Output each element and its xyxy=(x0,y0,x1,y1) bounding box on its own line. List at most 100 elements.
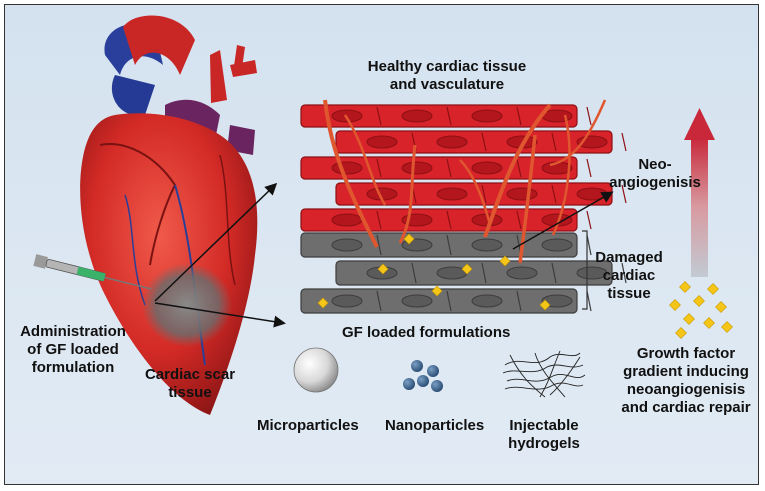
growth-factor-diamond xyxy=(703,317,715,329)
gradient-label: Growth factor gradient inducing neoangio… xyxy=(613,345,759,417)
neoangiogenisis-label-line2: angiogenisis xyxy=(609,174,701,191)
healthy-cell-row xyxy=(300,208,578,232)
damaged-cell-row xyxy=(335,260,613,286)
arrow-to-healthy-tissue xyxy=(154,182,278,302)
damaged-cell-cell-border xyxy=(516,290,522,312)
growth-factor-diamond xyxy=(499,255,511,267)
growth-factor-diamond xyxy=(461,263,473,275)
growth-factor-diamond xyxy=(317,297,329,309)
heart-illustration xyxy=(80,15,258,416)
gradient-label-line3: neoangiogenisis xyxy=(626,381,746,398)
healthy-cell-nucleus xyxy=(436,187,468,201)
growth-factor-diamond xyxy=(707,283,719,295)
administration-label-line2: of GF loaded xyxy=(27,341,119,358)
scar-tissue-patch xyxy=(142,263,232,347)
healthy-cell-cell-border xyxy=(481,184,487,204)
hydrogels-label-line2: hydrogels xyxy=(508,435,580,452)
nanoparticles-label: Nanoparticles xyxy=(385,417,485,434)
gradient-label-line2: gradient inducing xyxy=(623,363,749,380)
healthy-tissue-label-line1: Healthy cardiac tissue xyxy=(367,58,527,75)
damaged-cell-cell-border xyxy=(411,262,417,284)
tissue-growth-factor-diamonds xyxy=(317,233,551,311)
growth-factor-gradient-arrow xyxy=(684,108,715,277)
growth-factor-diamond xyxy=(675,327,687,339)
healthy-tissue-label-line2: and vasculature xyxy=(389,76,505,93)
microparticles-label: Microparticles xyxy=(257,417,359,434)
damaged-cell-nucleus xyxy=(576,266,608,280)
gradient-label-line1: Growth factor xyxy=(636,345,736,362)
growth-factor-diamond xyxy=(693,295,705,307)
healthy-cell-cell-border xyxy=(516,158,522,178)
damaged-cell-cell-border xyxy=(551,262,557,284)
healthy-cell-cell-border xyxy=(446,158,452,178)
damaged-cell-nucleus xyxy=(541,294,573,308)
damaged-tissue-label-line1: Damaged xyxy=(595,249,663,266)
growth-factor-diamond xyxy=(403,233,415,245)
healthy-cell-cell-border xyxy=(446,210,452,230)
hydrogel-fibers-icon xyxy=(502,350,586,398)
neoangiogenisis-label-line1: Neo- xyxy=(638,156,672,173)
growth-factor-diamond xyxy=(683,313,695,325)
growth-factor-diamond xyxy=(539,299,551,311)
scar-tissue-label: Cardiac scar tissue xyxy=(137,366,243,402)
damaged-cell-nucleus xyxy=(331,238,363,252)
healthy-cell-cell-border xyxy=(586,158,592,178)
damaged-cell-nucleus xyxy=(471,238,503,252)
damaged-tissue-label-line2: cardiac xyxy=(602,267,656,284)
arrow-to-damaged-tissue xyxy=(154,302,286,328)
healthy-cell-row xyxy=(300,104,578,128)
healthy-cell-cell-border xyxy=(376,106,382,126)
damaged-cell-nucleus xyxy=(506,266,538,280)
gradient-label-line4: and cardiac repair xyxy=(621,399,751,416)
healthy-cell-nucleus xyxy=(401,161,433,175)
healthy-tissue-label: Healthy cardiac tissue and vasculature xyxy=(357,58,537,94)
neoangiogenisis-label: Neo- angiogenisis xyxy=(609,156,701,192)
growth-factor-gradient-diamonds xyxy=(669,281,733,339)
damaged-cell-nucleus xyxy=(541,238,573,252)
damaged-cell-cell-border xyxy=(446,290,452,312)
healthy-cell-cell-border xyxy=(376,210,382,230)
damaged-cell-cell-border xyxy=(586,290,592,312)
scar-tissue-label-line2: tissue xyxy=(168,384,212,401)
figure-frame: Healthy cardiac tissue and vasculature N… xyxy=(4,4,759,485)
healthy-cell-nucleus xyxy=(471,161,503,175)
healthy-cell-cell-border xyxy=(376,158,382,178)
healthy-cell-row xyxy=(335,130,613,154)
damaged-cell-cell-border xyxy=(376,234,382,256)
healthy-cell-cell-border xyxy=(481,132,487,152)
healthy-cell-nucleus xyxy=(436,135,468,149)
damaged-cell-nucleus xyxy=(471,294,503,308)
growth-factor-diamond xyxy=(669,299,681,311)
damaged-cell-cell-border xyxy=(621,262,627,284)
gf-formulations-label: GF loaded formulations xyxy=(342,324,511,341)
growth-factor-diamond xyxy=(431,285,443,297)
healthy-tissue-block xyxy=(300,104,627,232)
healthy-cell-nucleus xyxy=(366,135,398,149)
syringe-icon xyxy=(33,254,152,290)
healthy-cell-cell-border xyxy=(516,106,522,126)
administration-label: Administration of GF loaded formulation xyxy=(9,323,137,377)
damaged-tissue-label-line3: tissue xyxy=(607,285,651,302)
healthy-cell-cell-border xyxy=(516,210,522,230)
healthy-cell-nucleus xyxy=(471,109,503,123)
healthy-cell-cell-border xyxy=(586,210,592,230)
nanoparticle-cluster-icon xyxy=(403,360,443,392)
administration-label-line1: Administration xyxy=(20,323,126,340)
damaged-tissue-block xyxy=(300,232,627,314)
damaged-cell-cell-border xyxy=(376,290,382,312)
growth-factor-diamond xyxy=(679,281,691,293)
administration-label-line3: formulation xyxy=(31,359,115,376)
damaged-cell-nucleus xyxy=(401,294,433,308)
hydrogels-label-line1: Injectable xyxy=(509,417,579,434)
hydrogels-label: Injectable hydrogels xyxy=(499,417,589,453)
healthy-cell-nucleus xyxy=(331,161,363,175)
healthy-cell-nucleus xyxy=(331,213,363,227)
healthy-cell-cell-border xyxy=(621,132,627,152)
growth-factor-diamond xyxy=(715,301,727,313)
healthy-cell-cell-border xyxy=(446,106,452,126)
scar-tissue-label-line1: Cardiac scar xyxy=(144,366,236,383)
damaged-tissue-label: Damaged cardiac tissue xyxy=(589,249,669,303)
diagram-canvas xyxy=(33,15,733,416)
damaged-cell-row xyxy=(300,232,578,258)
healthy-cell-cell-border xyxy=(621,184,627,204)
